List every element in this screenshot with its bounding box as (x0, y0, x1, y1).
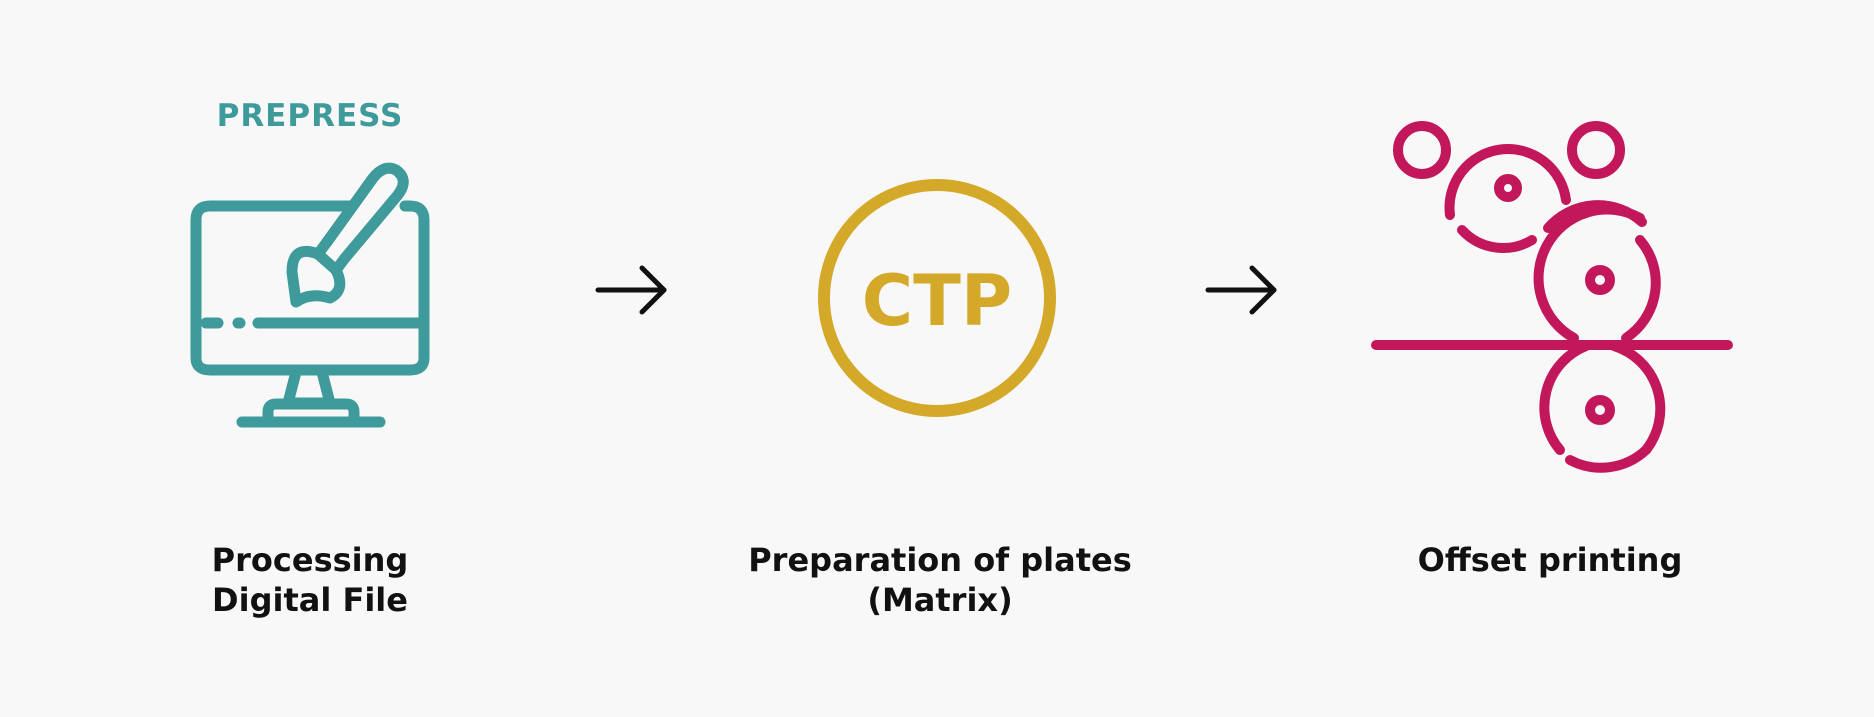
step-label-plates: Preparation of plates (Matrix) (720, 540, 1160, 620)
step-label-line: Digital File (212, 581, 408, 619)
step-label-processing: Processing Digital File (160, 540, 460, 620)
prepress-heading: PREPRESS (216, 98, 404, 134)
step-label-line: (Matrix) (867, 581, 1013, 619)
step-label-line: Preparation of plates (748, 541, 1132, 579)
step-label-line: Offset printing (1417, 541, 1683, 579)
step-label-line: Processing (211, 541, 409, 579)
ctp-badge-text: CTP (862, 260, 1012, 342)
step-label-offset: Offset printing (1370, 540, 1730, 580)
